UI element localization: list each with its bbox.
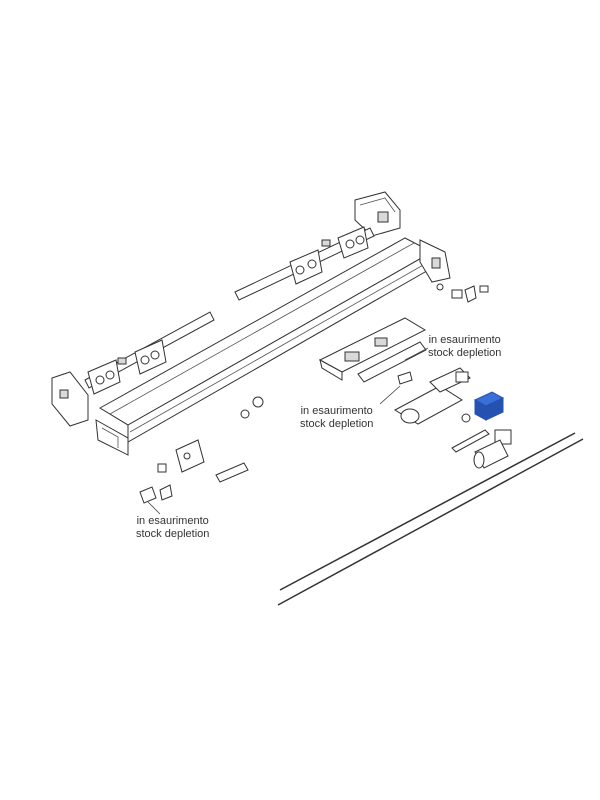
callout-3-line2: stock depletion — [136, 528, 210, 540]
small-fixings-right — [436, 283, 489, 303]
callout-1-line1: in esaurimento — [428, 334, 501, 346]
callout-2-line1: in esaurimento — [300, 405, 373, 417]
guide-rods — [277, 432, 584, 606]
callout-3-line1: in esaurimento — [136, 515, 209, 527]
carriage-rail-lower — [84, 311, 215, 395]
small-parts-center — [157, 396, 264, 501]
control-bracket — [318, 317, 427, 383]
cylinder — [473, 439, 509, 469]
callout-2-line2: stock depletion — [300, 418, 374, 430]
end-cap-right — [419, 239, 451, 283]
callout-leaders — [379, 347, 429, 405]
end-cap-top-right — [354, 191, 401, 237]
end-cap-left — [51, 371, 89, 427]
callout-stock-depletion-2: in esaurimento stock depletion — [300, 405, 373, 431]
bracket-small-center — [397, 371, 413, 385]
motor-unit — [393, 367, 471, 425]
fixing-lower-left — [139, 486, 161, 515]
callout-stock-depletion-3: in esaurimento stock depletion — [136, 515, 209, 541]
callout-stock-depletion-1: in esaurimento stock depletion — [428, 334, 501, 360]
carriage-rail-upper — [234, 226, 375, 301]
callout-1-line2: stock depletion — [428, 347, 502, 359]
highlighted-module — [473, 391, 505, 421]
